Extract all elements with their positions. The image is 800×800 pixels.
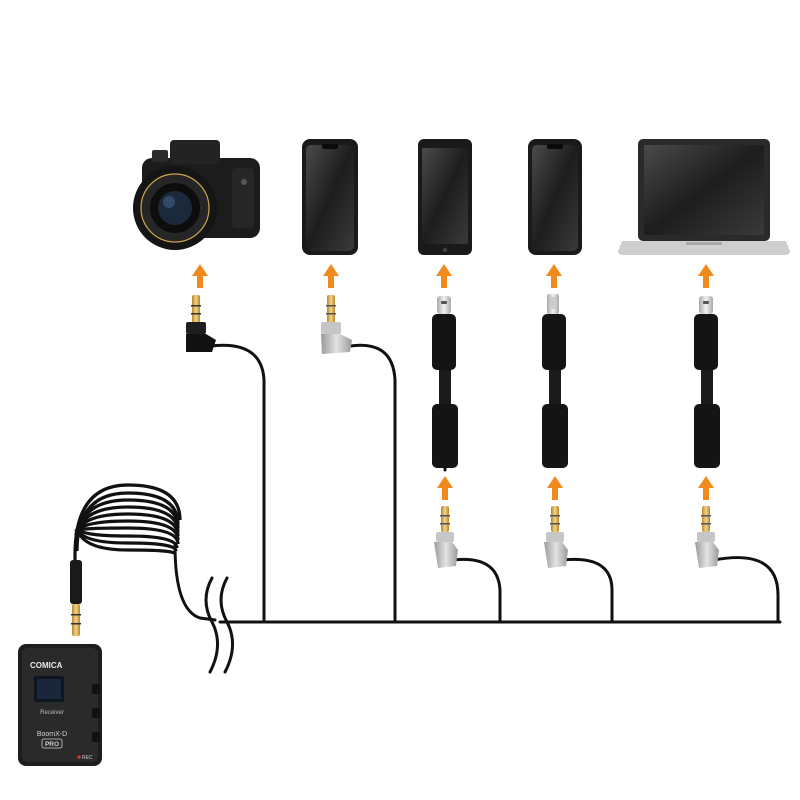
screen-caption: Receiver <box>40 710 64 716</box>
arrow-up-icon <box>698 264 714 288</box>
trs-plug-right-angle <box>186 295 216 352</box>
model-badge: PRO <box>45 741 59 748</box>
receiver-device: COMICA Receiver BoomX-D PRO REC <box>18 644 102 766</box>
phone-icon <box>418 139 472 255</box>
cable-lines <box>173 343 782 624</box>
brand-logo-text: COMICA <box>30 661 63 670</box>
cable-break-icon <box>204 576 234 674</box>
arrow-up-icon <box>437 476 453 500</box>
trs-plug-right-angle <box>544 506 568 568</box>
phone-icon <box>302 139 358 255</box>
arrow-up-icon <box>192 264 208 288</box>
rec-label: REC <box>82 755 93 761</box>
trs-plug-right-angle <box>321 295 352 354</box>
usb-c-adapter <box>432 296 458 468</box>
lightning-adapter <box>542 294 568 468</box>
arrow-up-icon <box>547 476 563 500</box>
trs-plug-straight <box>70 560 82 636</box>
trs-plug-right-angle <box>434 506 458 568</box>
arrow-up-icon <box>698 476 714 500</box>
camera-icon <box>133 140 260 250</box>
coiled-cable <box>73 483 182 562</box>
phone-icon <box>528 139 582 255</box>
rec-indicator-icon <box>77 755 81 759</box>
arrow-up-icon <box>323 264 339 288</box>
usb-c-adapter <box>694 296 720 468</box>
model-name: BoomX-D <box>37 731 67 738</box>
arrow-up-icon <box>546 264 562 288</box>
arrow-up-icon <box>436 264 452 288</box>
laptop-icon <box>618 139 790 255</box>
trs-plug-right-angle <box>695 506 719 568</box>
